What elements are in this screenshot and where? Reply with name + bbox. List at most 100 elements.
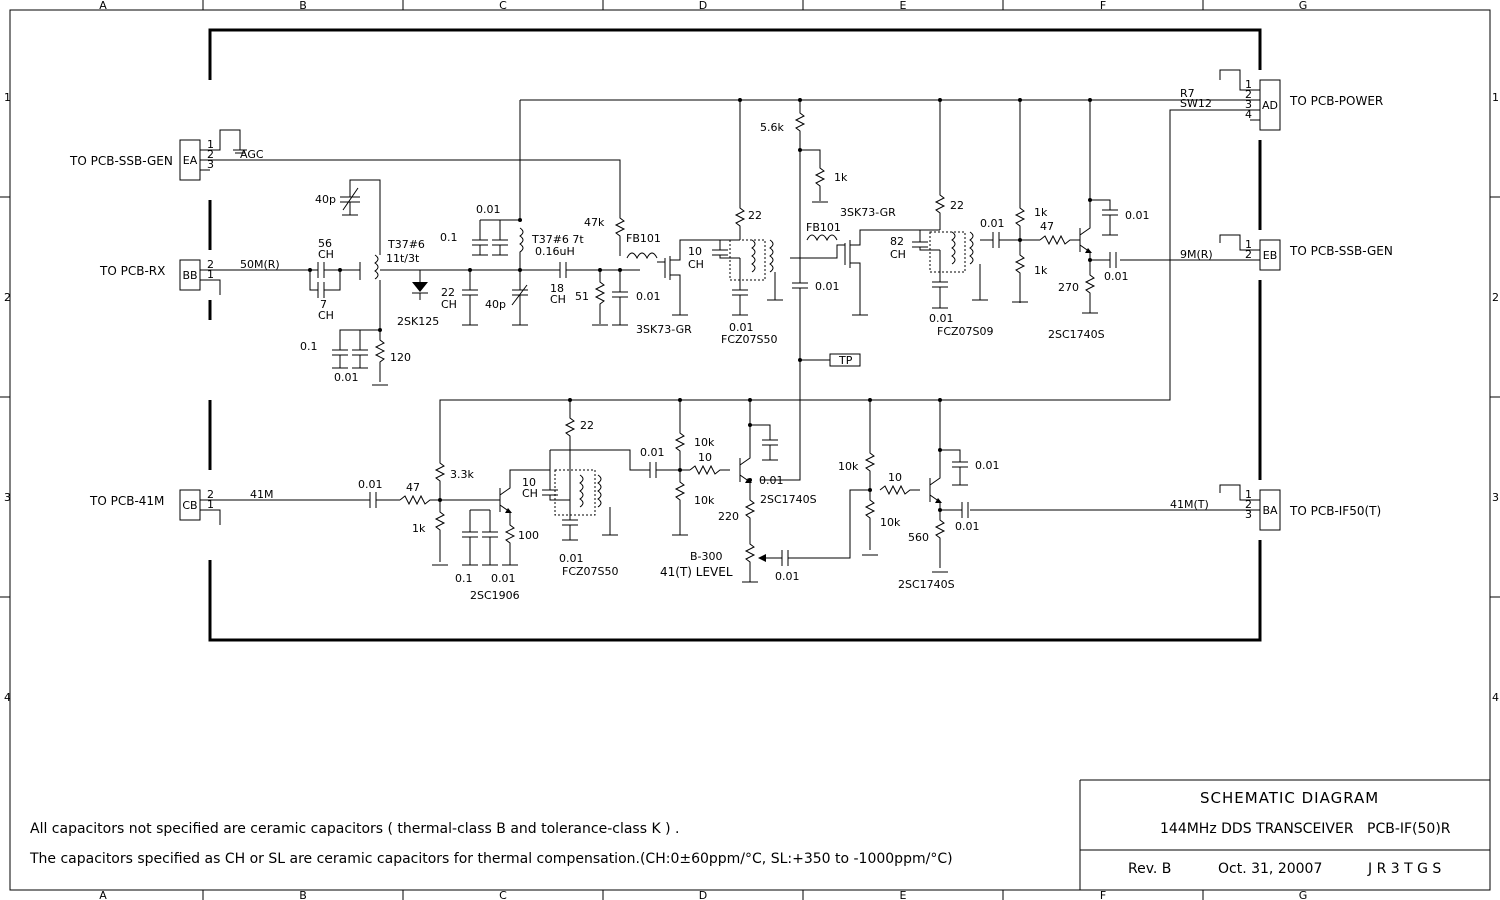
row-label-1: 1	[4, 91, 11, 104]
41m-input-stage: 0.01 47 3.3k 1k 100 0.1 0.01 2SC1906	[358, 460, 550, 602]
svg-text:10k: 10k	[838, 460, 859, 473]
svg-text:AGC: AGC	[240, 148, 264, 161]
title-block-title: SCHEMATIC DIAGRAM	[1200, 789, 1380, 807]
svg-text:2SC1740S: 2SC1740S	[898, 578, 955, 591]
svg-text:CH: CH	[318, 248, 334, 261]
col-label-b-bottom: B	[299, 889, 307, 900]
svg-text:3: 3	[1245, 98, 1252, 111]
col-label-d: D	[699, 0, 707, 12]
svg-text:CH: CH	[688, 258, 704, 271]
col-label-c: C	[499, 0, 507, 12]
svg-text:EB: EB	[1263, 249, 1278, 262]
svg-text:TO PCB-41M: TO PCB-41M	[89, 494, 164, 508]
svg-text:50M(R): 50M(R)	[240, 258, 280, 271]
title-block-author: J R 3 T G S	[1368, 861, 1442, 877]
svg-text:10k: 10k	[694, 436, 715, 449]
svg-text:3: 3	[207, 158, 214, 171]
svg-text:1k: 1k	[412, 522, 426, 535]
svg-text:1: 1	[207, 268, 214, 281]
svg-text:SW12: SW12	[1180, 97, 1212, 110]
svg-text:0.01: 0.01	[1125, 209, 1150, 222]
svg-text:22: 22	[950, 199, 964, 212]
col-label-g-bottom: G	[1299, 889, 1308, 900]
svg-text:2SC1906: 2SC1906	[470, 589, 520, 602]
col-label-f: F	[1100, 0, 1106, 12]
connector-cb: CB TO PCB-41M 2 1 41M	[89, 488, 370, 525]
svg-text:3SK73-GR: 3SK73-GR	[636, 323, 692, 336]
svg-text:0.01: 0.01	[955, 520, 980, 533]
svg-text:T37#6 7t: T37#6 7t	[531, 233, 584, 246]
svg-text:TO PCB-IF50(T): TO PCB-IF50(T)	[1289, 504, 1381, 518]
svg-text:2: 2	[207, 148, 214, 161]
svg-text:TP: TP	[838, 354, 853, 367]
svg-text:1k: 1k	[1034, 206, 1048, 219]
col-label-d-bottom: D	[699, 889, 707, 900]
row-label-3: 3	[4, 491, 11, 504]
svg-text:18: 18	[550, 282, 564, 295]
svg-text:22: 22	[580, 419, 594, 432]
svg-text:10: 10	[698, 451, 712, 464]
svg-text:FCZ07S09: FCZ07S09	[937, 325, 994, 338]
svg-text:0.1: 0.1	[455, 572, 473, 585]
svg-text:56: 56	[318, 237, 332, 250]
svg-text:0.01: 0.01	[559, 552, 584, 565]
svg-text:CH: CH	[550, 293, 566, 306]
svg-text:TO PCB-POWER: TO PCB-POWER	[1289, 94, 1383, 108]
svg-text:FCZ07S50: FCZ07S50	[721, 333, 778, 346]
svg-text:0.01: 0.01	[815, 280, 840, 293]
svg-text:0.01: 0.01	[975, 459, 1000, 472]
tp-node: 5.6k 1k 0.01 TP	[760, 98, 861, 481]
connector-ea: EA TO PCB-SSB-GEN 1 2 3 AGC	[69, 129, 621, 215]
svg-text:0.01: 0.01	[980, 217, 1005, 230]
svg-text:0.01: 0.01	[775, 570, 800, 583]
svg-text:10: 10	[522, 476, 536, 489]
svg-text:0.01: 0.01	[476, 203, 501, 216]
svg-text:2: 2	[1245, 248, 1252, 261]
svg-text:47: 47	[406, 481, 420, 494]
svg-text:22: 22	[441, 286, 455, 299]
svg-text:T37#6: T37#6	[387, 238, 425, 251]
svg-text:0.01: 0.01	[358, 478, 383, 491]
svg-text:10k: 10k	[694, 494, 715, 507]
svg-text:0.01: 0.01	[1104, 270, 1129, 283]
svg-text:CH: CH	[890, 248, 906, 261]
svg-text:1: 1	[1245, 488, 1252, 501]
col-label-c-bottom: C	[499, 889, 507, 900]
svg-text:10k: 10k	[880, 516, 901, 529]
svg-text:1: 1	[207, 498, 214, 511]
svg-text:40p: 40p	[485, 298, 506, 311]
title-block-date: Oct. 31, 20007	[1218, 861, 1323, 877]
svg-text:0.01: 0.01	[759, 474, 784, 487]
title-block-frame	[1079, 779, 1490, 890]
svg-text:1k: 1k	[834, 171, 848, 184]
svg-text:R7: R7	[1180, 87, 1195, 100]
svg-text:2SK125: 2SK125	[397, 315, 439, 328]
svg-text:2: 2	[207, 488, 214, 501]
svg-text:82: 82	[890, 235, 904, 248]
fcz07s09-tank: 82 CH 22 0.01 FCZ07S09 0.01	[890, 98, 1040, 338]
grid-labels: A B C D E F G A B C D E F G 1 2 3 4 1 2 …	[4, 0, 1499, 900]
svg-text:560: 560	[908, 531, 929, 544]
note-thermal: The capacitors specified as CH or SL are…	[30, 851, 953, 867]
svg-text:0.01: 0.01	[729, 321, 754, 334]
3sk73-a-stage: 51 0.01 47k FB101 3SK73-GR 10 CH	[575, 215, 720, 336]
svg-text:2SC1740S: 2SC1740S	[1048, 328, 1105, 341]
title-block-board: PCB-IF(50)R	[1367, 821, 1451, 837]
svg-text:0.1: 0.1	[300, 340, 318, 353]
svg-text:FB101: FB101	[806, 221, 841, 234]
svg-text:10: 10	[688, 245, 702, 258]
svg-text:41M: 41M	[250, 488, 274, 501]
svg-text:1: 1	[207, 138, 214, 151]
svg-text:1: 1	[1245, 78, 1252, 91]
connector-ba: BA TO PCB-IF50(T) 1 2 3 41M(T)	[970, 484, 1381, 531]
svg-text:FB101: FB101	[626, 232, 661, 245]
svg-text:3SK73-GR: 3SK73-GR	[840, 206, 896, 219]
svg-text:22: 22	[748, 209, 762, 222]
svg-text:2: 2	[1245, 498, 1252, 511]
svg-text:EA: EA	[183, 154, 198, 167]
col-label-g: G	[1299, 0, 1308, 12]
svg-text:120: 120	[390, 351, 411, 364]
svg-text:CH: CH	[318, 309, 334, 322]
svg-text:40p: 40p	[315, 193, 336, 206]
